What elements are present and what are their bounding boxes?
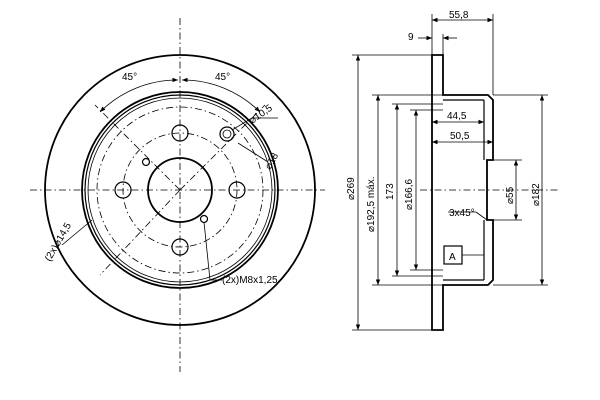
bolt-hole-top: [171, 124, 189, 142]
friction-ring-inner-edge: [81, 91, 279, 289]
angle-label-right: 45°: [215, 72, 230, 83]
reference-circle: [96, 106, 264, 274]
bolt-hole-bottom: [171, 238, 189, 256]
leader-locating-hole: [61, 219, 93, 246]
center-bore: [147, 157, 213, 223]
angle-label-left: 45°: [122, 72, 137, 83]
leader-thread: [203, 221, 211, 281]
chamfer-label: 3x45°: [449, 208, 475, 219]
dim-166-label: ⌀166,6: [404, 179, 415, 210]
leader-circle-18: [237, 142, 269, 163]
hub-depth-2-label: 50,5: [450, 131, 470, 142]
locating-hole-upper-left: [141, 157, 151, 167]
outer-dia-label: ⌀269: [346, 177, 357, 200]
bolt-hole-dia-label: ⌀10,5: [247, 103, 275, 127]
bolt-pcd-circle: [122, 132, 238, 248]
dim-173-label: 173: [385, 183, 396, 200]
thickness-label: 9: [408, 32, 414, 43]
hat-outer-edge: [84, 94, 276, 286]
radial-line-45-lower: [99, 189, 181, 276]
bolt-hole-right: [228, 181, 246, 199]
radial-line-45-right: [179, 104, 266, 191]
threaded-hole-inner: [222, 129, 232, 139]
radial-line-45-left: [94, 104, 181, 191]
outer-disc-edge: [44, 54, 316, 326]
hub-depth-1-label: 44,5: [447, 111, 467, 122]
bolt-hole-left: [114, 181, 132, 199]
bore-dia-label: ⌀55: [505, 186, 516, 204]
locating-hole-lower-right: [199, 214, 209, 224]
hat-step-edge: [87, 97, 273, 283]
thread-label: (2x)M8x1,25: [222, 275, 278, 286]
disc-section-profile: [431, 54, 494, 331]
circle-18-label: ⌀18: [263, 151, 281, 172]
friction-dia-label: ⌀192,5 máx.: [366, 177, 377, 233]
datum-label: A: [449, 252, 456, 263]
side-view: 9 55,8 ⌀269 ⌀192,5 máx. 173 ⌀166,6 44,5 …: [346, 10, 560, 331]
threaded-hole-outer: [219, 126, 235, 142]
angle-arc-left: [99, 77, 179, 113]
leader-bolt-hole: [231, 117, 253, 131]
datum-box: [443, 245, 463, 265]
locating-hole-label: (2x)⌀14,5: [43, 221, 74, 264]
angle-arc-right: [181, 77, 261, 113]
leader-chamfer: [475, 211, 488, 221]
front-view: 45° 45° ⌀10,5 ⌀18 (2x)⌀14,5 (2x)M8x1,25: [30, 18, 325, 372]
total-width-label: 55,8: [449, 10, 469, 21]
hub-dia-label: ⌀182: [531, 183, 542, 206]
